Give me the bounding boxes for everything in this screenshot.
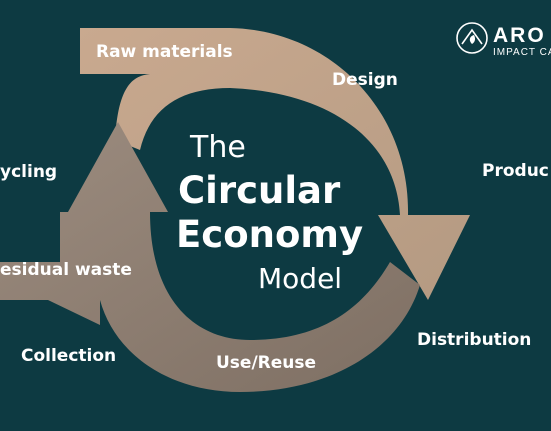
logo: ARO IMPACT CA (456, 22, 551, 58)
stage-distribution: Distribution (417, 330, 531, 350)
title-line-the: The (189, 130, 246, 165)
stage-recycling: ycling (0, 162, 57, 182)
title-line-economy: Economy (176, 213, 363, 256)
stage-collection: Collection (21, 346, 116, 366)
title-line-circular: Circular (178, 169, 341, 212)
stage-raw-materials: Raw materials (96, 42, 233, 62)
house-leaf-icon (456, 22, 488, 54)
title-line-model: Model (258, 262, 342, 295)
logo-tagline: IMPACT CA (493, 47, 551, 58)
stage-production: Produc (482, 161, 549, 181)
top-cycle-arrow (80, 28, 470, 300)
bottom-cycle-arrow (0, 122, 420, 392)
logo-name: ARO (493, 24, 546, 47)
stage-use-reuse: Use/Reuse (216, 353, 316, 373)
stage-design: Design (332, 70, 398, 90)
stage-residual-waste: esidual waste (0, 260, 132, 280)
